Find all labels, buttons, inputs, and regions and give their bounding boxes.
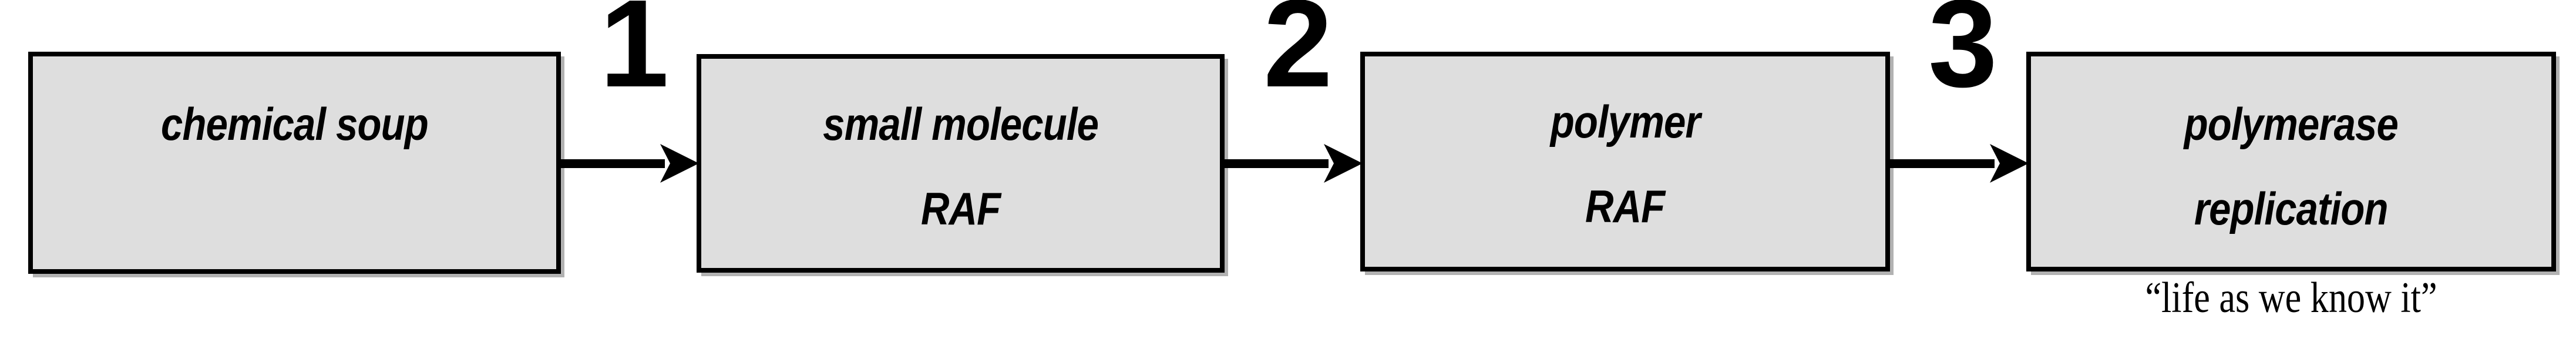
- stage-box-label-line-2: RAF: [920, 183, 1001, 234]
- diagram-caption: “life as we know it”: [2145, 274, 2437, 322]
- stage-box-label-line-2: replication: [2194, 183, 2389, 234]
- step-number-2: 2: [1263, 0, 1333, 113]
- flow-arrow-3: [1888, 134, 2029, 193]
- arrow-shaft: [1223, 159, 1329, 168]
- stage-box-chemical-soup[interactable]: chemical soup: [28, 52, 561, 274]
- stage-box-label-line-1: chemical soup: [161, 98, 429, 150]
- stage-box-label-line-1: polymer: [1550, 96, 1701, 147]
- arrow-head-icon: [1324, 144, 1363, 183]
- arrow-shaft: [559, 159, 665, 168]
- flow-arrow-1: [559, 134, 699, 193]
- step-number-1: 1: [600, 0, 669, 113]
- flow-arrow-2: [1223, 134, 1363, 193]
- arrow-shaft: [1888, 159, 1995, 168]
- stage-box-label-line-1: small molecule: [823, 98, 1099, 150]
- stage-box-small-molecule-raf[interactable]: small molecule RAF: [697, 54, 1225, 273]
- stage-box-polymer-raf[interactable]: polymer RAF: [1360, 52, 1890, 271]
- stage-box-label-line-2: RAF: [1585, 180, 1665, 232]
- arrow-head-icon: [660, 144, 699, 183]
- step-number-3: 3: [1928, 0, 1997, 113]
- stage-box-polymerase-replication[interactable]: polymerase replication: [2026, 52, 2556, 271]
- stage-box-label-line-1: polymerase: [2184, 98, 2399, 150]
- arrow-head-icon: [1990, 144, 2029, 183]
